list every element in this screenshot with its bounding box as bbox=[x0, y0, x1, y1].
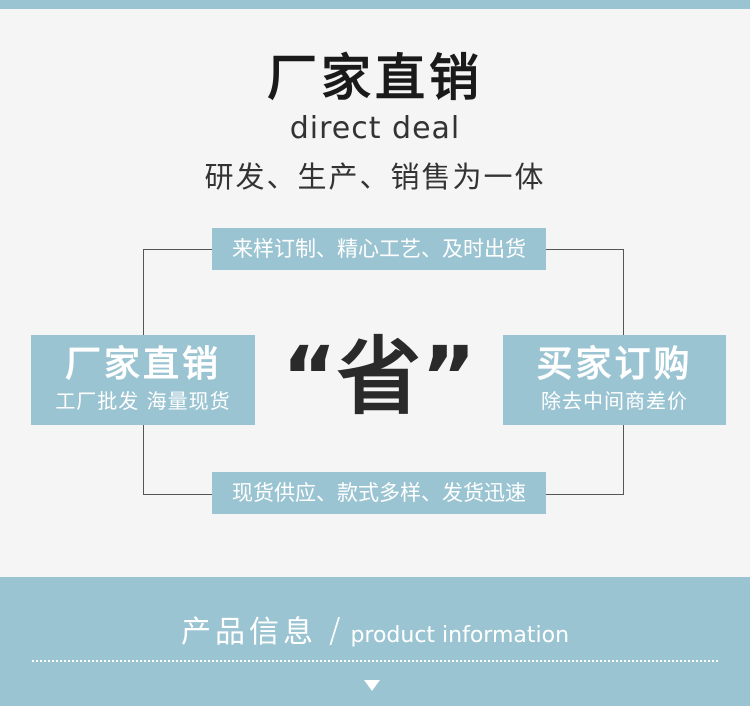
subtitle-chinese: 研发、生产、销售为一体 bbox=[204, 160, 546, 194]
bottom-tag: 现货供应、款式多样、发货迅速 bbox=[212, 472, 546, 514]
product-info-title-en: product information bbox=[350, 623, 570, 648]
right-box-buyer: 买家订购 除去中间商差价 bbox=[503, 335, 726, 425]
down-triangle-icon bbox=[364, 680, 380, 691]
top-tag: 来样订制、精心工艺、及时出货 bbox=[212, 228, 546, 270]
subtitle-english: direct deal bbox=[289, 111, 461, 146]
slash-separator: / bbox=[328, 611, 341, 651]
top-accent-bar bbox=[0, 0, 750, 9]
left-box-subtitle: 工厂批发 海量现货 bbox=[55, 389, 231, 413]
page-title: 厂家直销 bbox=[267, 49, 483, 107]
center-save-text: “省” bbox=[281, 328, 477, 426]
left-box-factory: 厂家直销 工厂批发 海量现货 bbox=[31, 335, 255, 425]
right-box-title: 买家订购 bbox=[536, 344, 693, 385]
left-box-title: 厂家直销 bbox=[64, 344, 221, 385]
right-box-subtitle: 除去中间商差价 bbox=[541, 389, 688, 413]
product-info-title-cn: 产品信息 bbox=[180, 615, 317, 650]
dotted-divider bbox=[32, 660, 718, 662]
product-info-heading: 产品信息 / product information bbox=[0, 605, 750, 663]
